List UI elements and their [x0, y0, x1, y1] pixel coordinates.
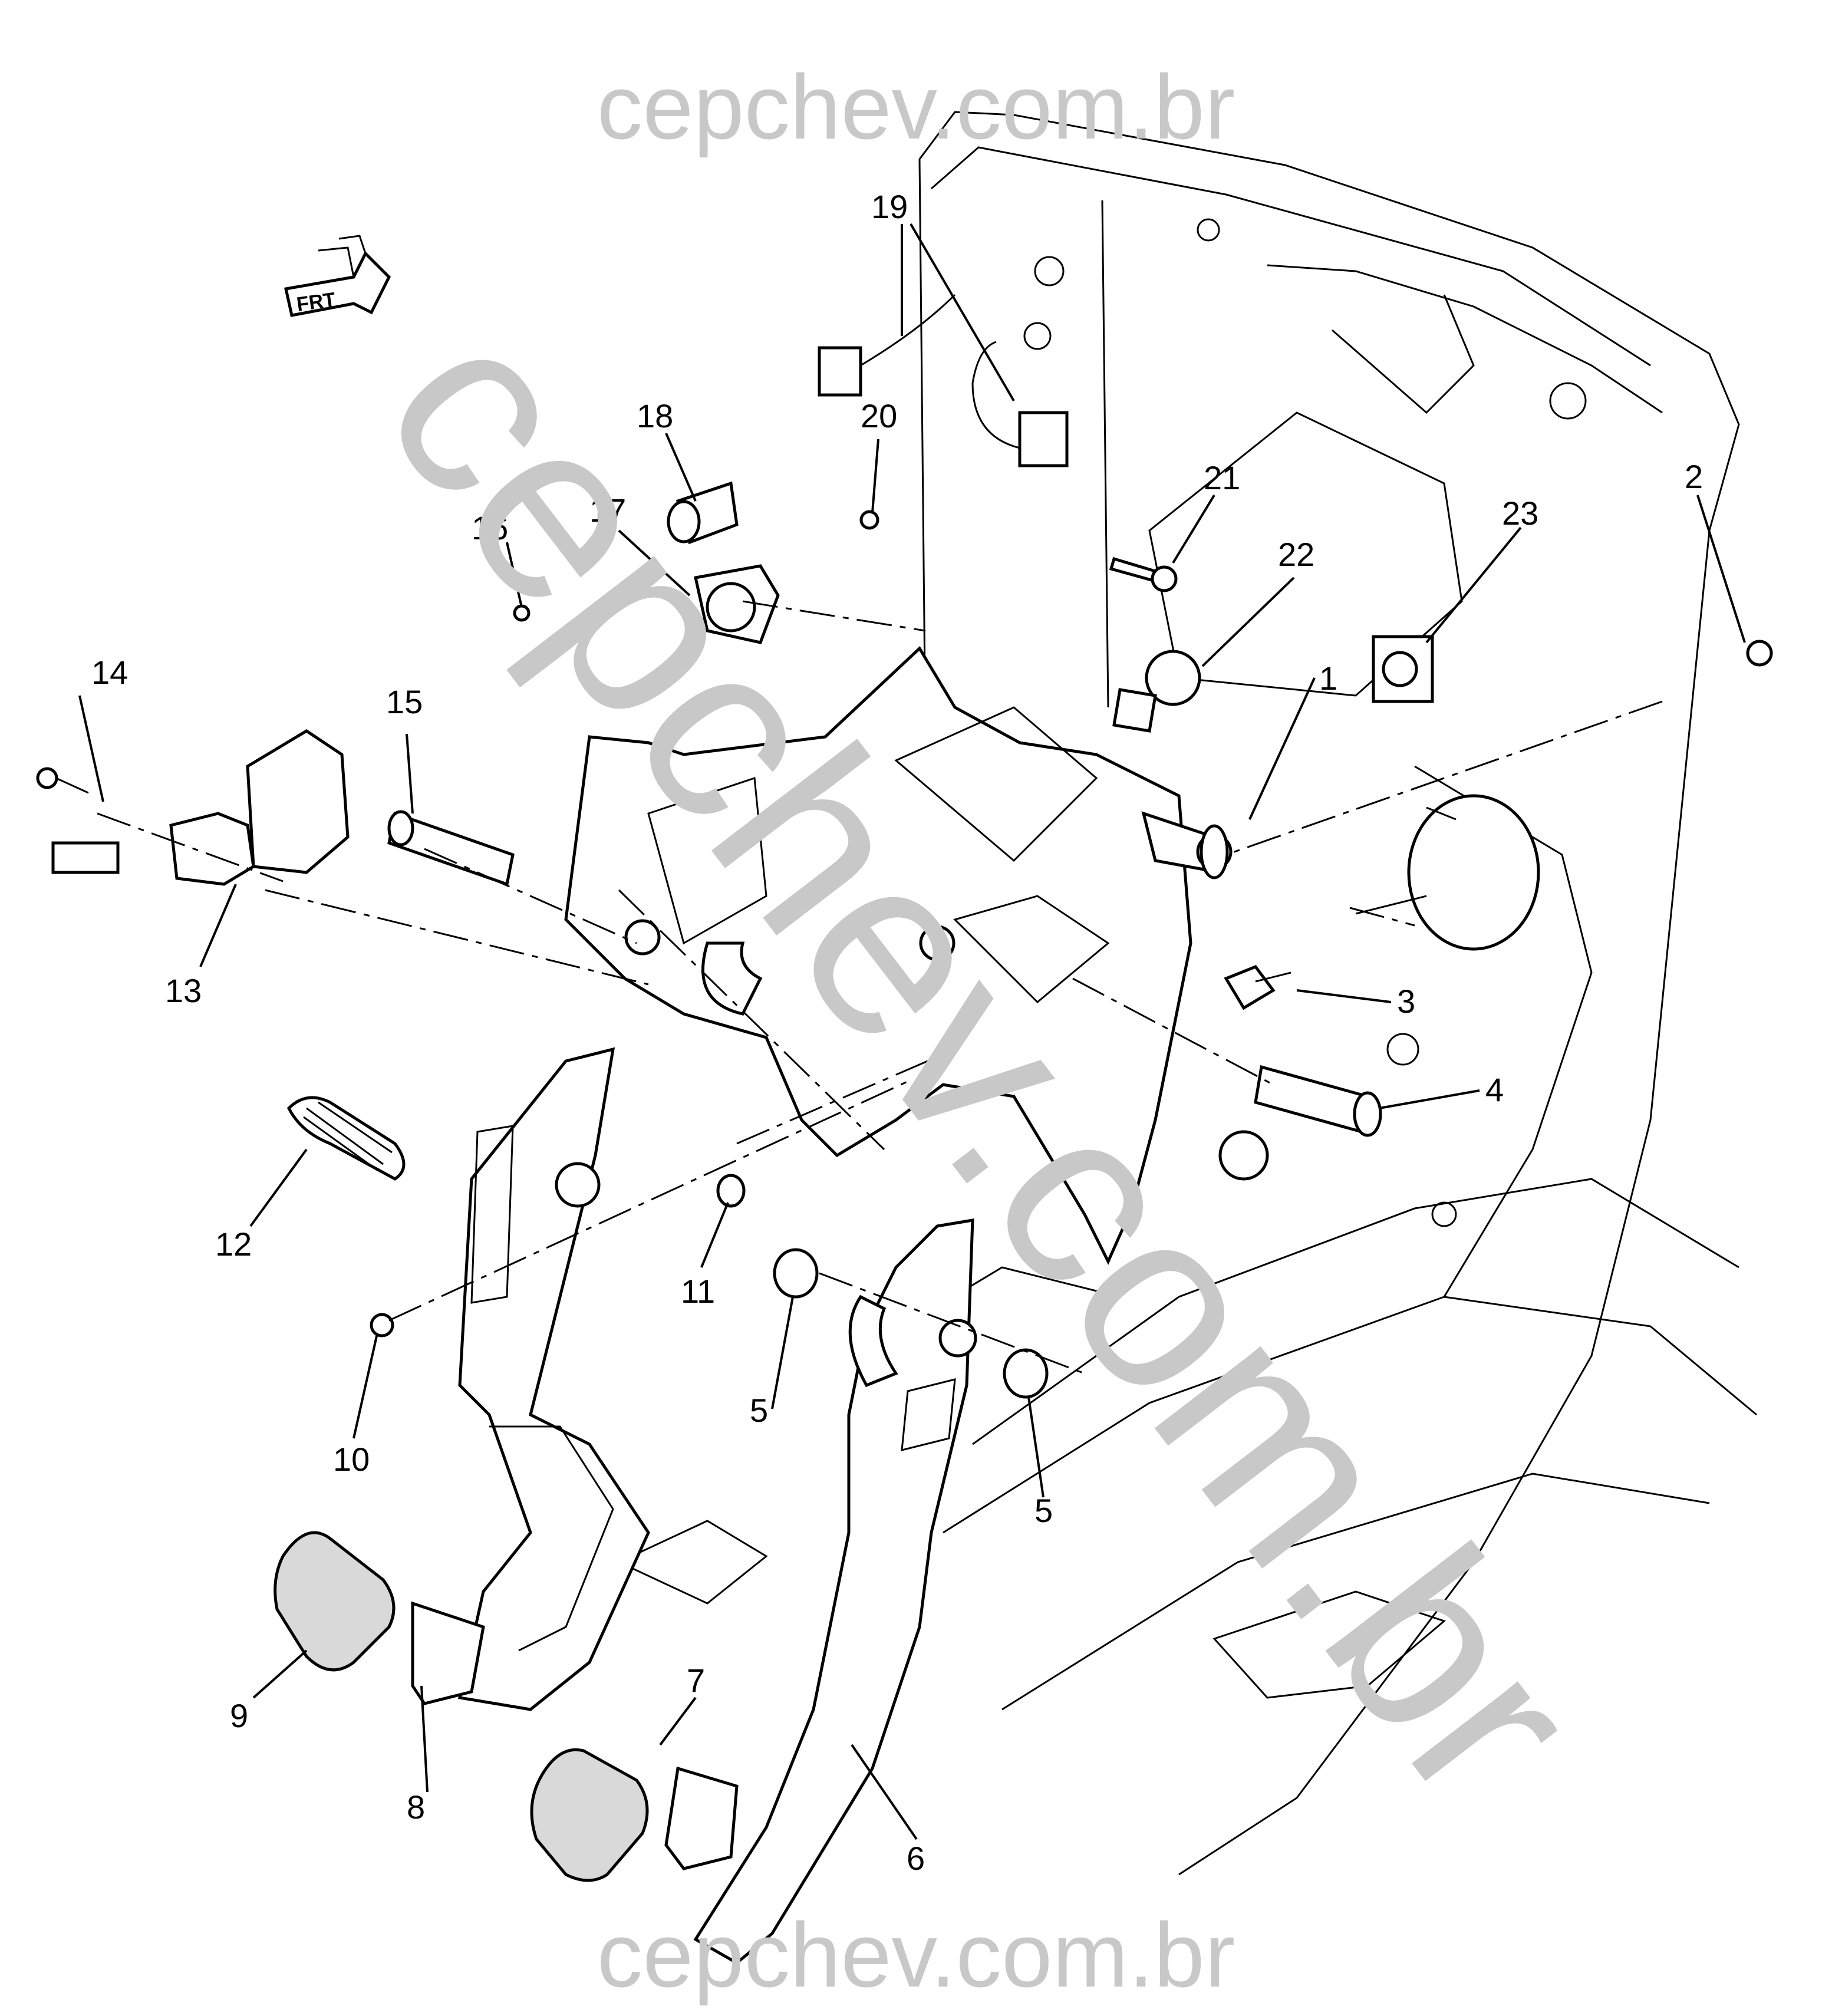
- callout-14: 14: [91, 654, 128, 691]
- watermark-bottom: cepchev.com.br: [597, 1904, 1235, 2006]
- clutch-pedal-pad: [274, 1531, 485, 1705]
- callout-12: 12: [215, 1226, 252, 1263]
- vehicle-structure: [617, 111, 1757, 1876]
- brake-pedal-pad: [530, 1748, 739, 1882]
- callout-5: 5: [750, 1392, 768, 1429]
- callout-5: 5: [1034, 1492, 1053, 1529]
- front-direction-arrow-icon: FRT: [284, 235, 391, 317]
- callout-9: 9: [230, 1697, 248, 1734]
- callout-20: 20: [861, 397, 897, 434]
- clutch-pedal: [457, 1047, 650, 1711]
- alignment-lines: [97, 600, 1663, 1375]
- callout-7: 7: [687, 1662, 705, 1699]
- callout-13: 13: [165, 972, 202, 1009]
- watermark-top: cepchev.com.br: [597, 56, 1235, 158]
- callout-8: 8: [407, 1788, 425, 1826]
- callout-leaders: [78, 223, 1746, 1840]
- callout-16: 16: [472, 509, 508, 546]
- callout-15: 15: [386, 683, 423, 720]
- callout-labels: 1 2 3 4 5 5 6 7 8 9 10 11 12 13 14 15 16…: [91, 188, 1703, 1877]
- callout-23: 23: [1502, 495, 1538, 532]
- front-arrow-label: FRT: [295, 288, 337, 316]
- callout-11: 11: [681, 1273, 715, 1310]
- callout-22: 22: [1278, 536, 1314, 573]
- callout-21: 21: [1204, 459, 1240, 496]
- callout-10: 10: [333, 1441, 370, 1478]
- callout-4: 4: [1485, 1071, 1504, 1108]
- small-parts: [36, 294, 1773, 1399]
- callout-2: 2: [1685, 458, 1703, 495]
- callout-18: 18: [637, 397, 673, 434]
- callout-1: 1: [1319, 660, 1337, 697]
- brake-pedal: [693, 1218, 977, 1965]
- callout-6: 6: [907, 1840, 925, 1877]
- callout-3: 3: [1397, 983, 1415, 1020]
- callout-17: 17: [589, 492, 626, 529]
- callout-19: 19: [871, 188, 908, 225]
